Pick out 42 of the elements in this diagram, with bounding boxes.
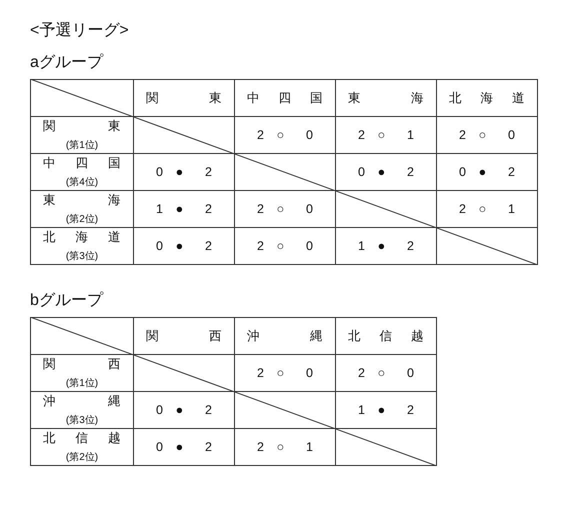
- match-score: 2 ○ 0: [257, 366, 313, 380]
- team-name: 中四国: [43, 155, 121, 172]
- match-score: 2 ○ 1: [257, 440, 313, 454]
- team-name: 沖縄: [43, 393, 121, 410]
- team-name: 沖縄: [247, 328, 323, 344]
- team-name: 北海道: [43, 229, 121, 246]
- rank-note: (第1位): [64, 377, 100, 390]
- match-score: 2 ○ 1: [358, 128, 414, 142]
- match-score: 0 ● 2: [156, 239, 212, 253]
- match-score: 2 ○ 0: [257, 239, 313, 253]
- match-score: 1 ● 2: [156, 202, 212, 216]
- match-score: 0 ● 2: [358, 165, 414, 179]
- team-name: 北信越: [43, 430, 121, 447]
- team-name: 東海: [43, 192, 121, 209]
- rank-note: (第4位): [64, 176, 100, 189]
- rank-note: (第1位): [64, 139, 100, 152]
- match-score: 0 ● 2: [156, 440, 212, 454]
- match-score: 2 ○ 1: [459, 202, 515, 216]
- group-heading: aグループ: [30, 52, 103, 73]
- match-score: 0 ● 2: [156, 165, 212, 179]
- team-name: 北信越: [348, 328, 424, 344]
- team-name: 東海: [348, 90, 424, 106]
- team-name: 中四国: [247, 90, 323, 106]
- match-score: 2 ○ 0: [257, 128, 313, 142]
- match-score: 0 ● 2: [156, 403, 212, 417]
- match-score: 1 ● 2: [358, 403, 414, 417]
- match-score: 2 ○ 0: [459, 128, 515, 142]
- team-name: 関東: [146, 90, 222, 106]
- team-name: 関西: [43, 356, 121, 373]
- heading: <予選リーグ>: [30, 21, 129, 41]
- match-score: 2 ○ 0: [257, 202, 313, 216]
- rank-note: (第3位): [64, 414, 100, 427]
- match-score: 2 ○ 0: [358, 366, 414, 380]
- team-name: 関東: [43, 118, 121, 135]
- rank-note: (第2位): [64, 213, 100, 226]
- match-score: 1 ● 2: [358, 239, 414, 253]
- match-score: 0 ● 2: [459, 165, 515, 179]
- team-name: 北海道: [449, 90, 525, 106]
- team-name: 関西: [146, 328, 222, 344]
- rank-note: (第3位): [64, 250, 100, 263]
- group-heading: bグループ: [30, 290, 103, 311]
- rank-note: (第2位): [64, 451, 100, 464]
